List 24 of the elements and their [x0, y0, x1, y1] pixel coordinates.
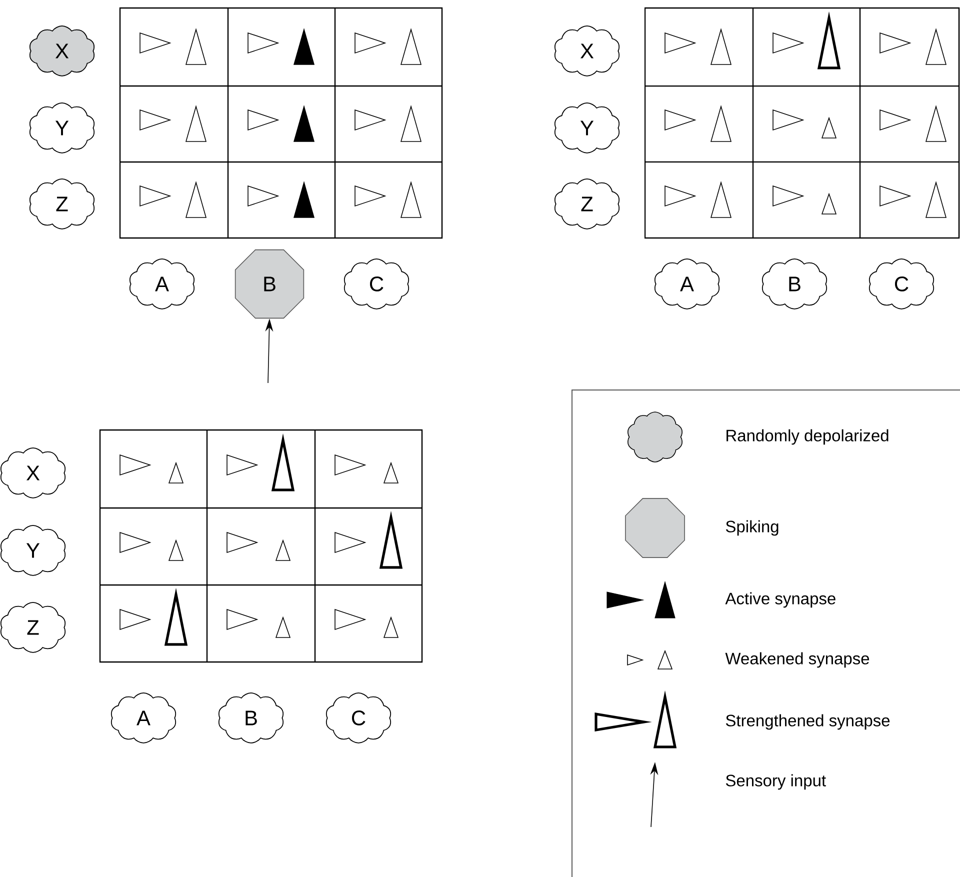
neuron-cloud: Y — [29, 102, 95, 154]
neuron-cloud: C — [326, 692, 392, 744]
neuron-cloud: C — [344, 258, 410, 310]
legend-text: Active synapse — [725, 592, 836, 608]
legend-text: Strengthened synapse — [726, 714, 890, 730]
neuron-cloud: Z — [29, 178, 95, 230]
neuron-octagon: B — [234, 249, 304, 319]
neuron-cloud: X — [29, 26, 95, 76]
neuron-cloud: C — [868, 258, 934, 310]
neuron-cloud: A — [654, 258, 720, 310]
legend-text: Weakened synapse — [725, 652, 870, 668]
neuron-cloud: Y — [554, 102, 620, 154]
neuron-cloud: B — [762, 258, 828, 310]
neuron-cloud: Y — [0, 525, 66, 576]
neuron-cloud: B — [218, 692, 284, 744]
legend-text: Sensory input — [726, 774, 826, 790]
neuron-cloud: Z — [554, 178, 620, 230]
neuron-cloud: X — [0, 448, 66, 498]
legend-text: Spiking — [726, 520, 778, 536]
legend-text: Randomly depolarized — [726, 429, 888, 445]
neuron-cloud: A — [110, 692, 176, 744]
neuron-cloud: X — [554, 26, 620, 76]
neuron-cloud: A — [129, 258, 195, 310]
neuron-cloud: Z — [0, 602, 66, 653]
